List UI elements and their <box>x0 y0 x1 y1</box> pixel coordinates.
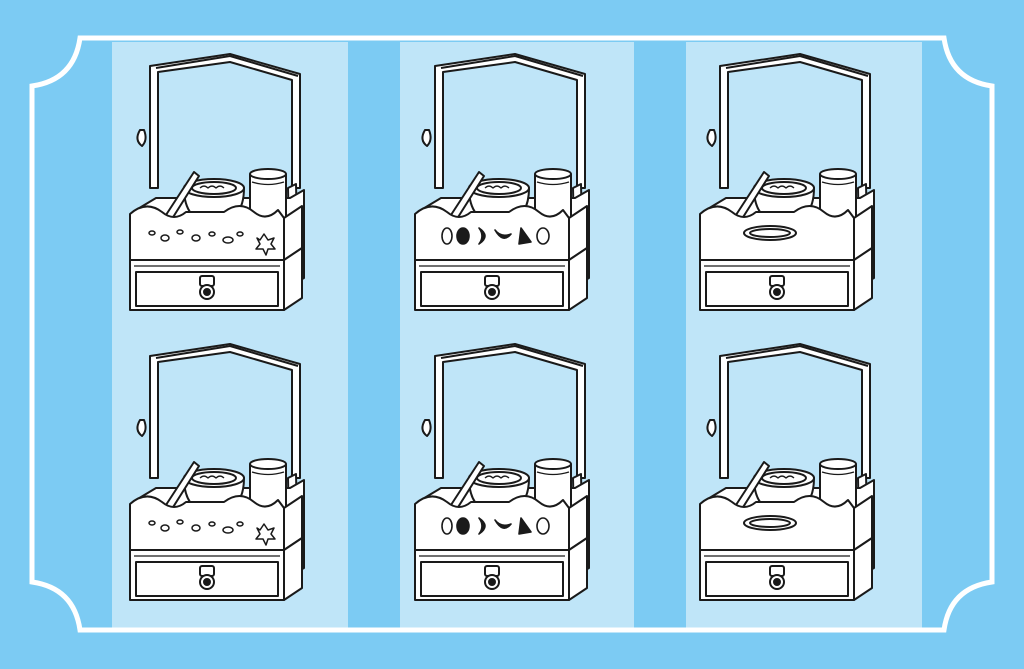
front-panel <box>699 205 855 261</box>
basket-handle <box>719 53 871 189</box>
drawer-knob <box>484 275 500 300</box>
front-panel <box>414 495 570 551</box>
basket-illustration <box>414 343 590 601</box>
handle-hook <box>706 129 717 147</box>
oval-slot-pattern <box>743 515 797 531</box>
frame-border <box>29 35 995 633</box>
basket-handle <box>149 53 301 189</box>
front-panel <box>129 495 285 551</box>
basket-handle <box>719 343 871 479</box>
basket-handle <box>434 343 586 479</box>
basket-illustration <box>699 343 875 601</box>
front-panel <box>129 205 285 261</box>
handle-hook <box>136 419 147 437</box>
drawer-knob <box>769 565 785 590</box>
drawer-knob <box>199 565 215 590</box>
basket-cell-5 <box>405 338 625 608</box>
handle-hook <box>136 129 147 147</box>
stripe-dark-3 <box>922 42 992 630</box>
basket-cell-4 <box>120 338 340 608</box>
front-panel <box>699 495 855 551</box>
oval-slot-pattern <box>743 225 797 241</box>
moon-cutout-pattern <box>441 227 550 245</box>
basket-handle <box>434 53 586 189</box>
basket-illustration <box>414 53 590 311</box>
flower-cutout-pattern <box>148 229 276 256</box>
front-panel <box>414 205 570 261</box>
basket-cell-1 <box>120 48 340 318</box>
flower-cutout-pattern <box>148 519 276 546</box>
drawer-knob <box>769 275 785 300</box>
drawer-knob <box>484 565 500 590</box>
drawer-knob <box>199 275 215 300</box>
basket-illustration <box>699 53 875 311</box>
basket-illustration <box>129 343 305 601</box>
basket-handle <box>149 343 301 479</box>
handle-hook <box>421 129 432 147</box>
handle-hook <box>421 419 432 437</box>
moon-cutout-pattern <box>441 517 550 535</box>
basket-cell-2 <box>405 48 625 318</box>
basket-cell-3 <box>690 48 910 318</box>
basket-cell-6 <box>690 338 910 608</box>
stripe-dark-2 <box>634 42 686 630</box>
stripe-dark-1 <box>348 42 400 630</box>
basket-illustration <box>129 53 305 311</box>
handle-hook <box>706 419 717 437</box>
